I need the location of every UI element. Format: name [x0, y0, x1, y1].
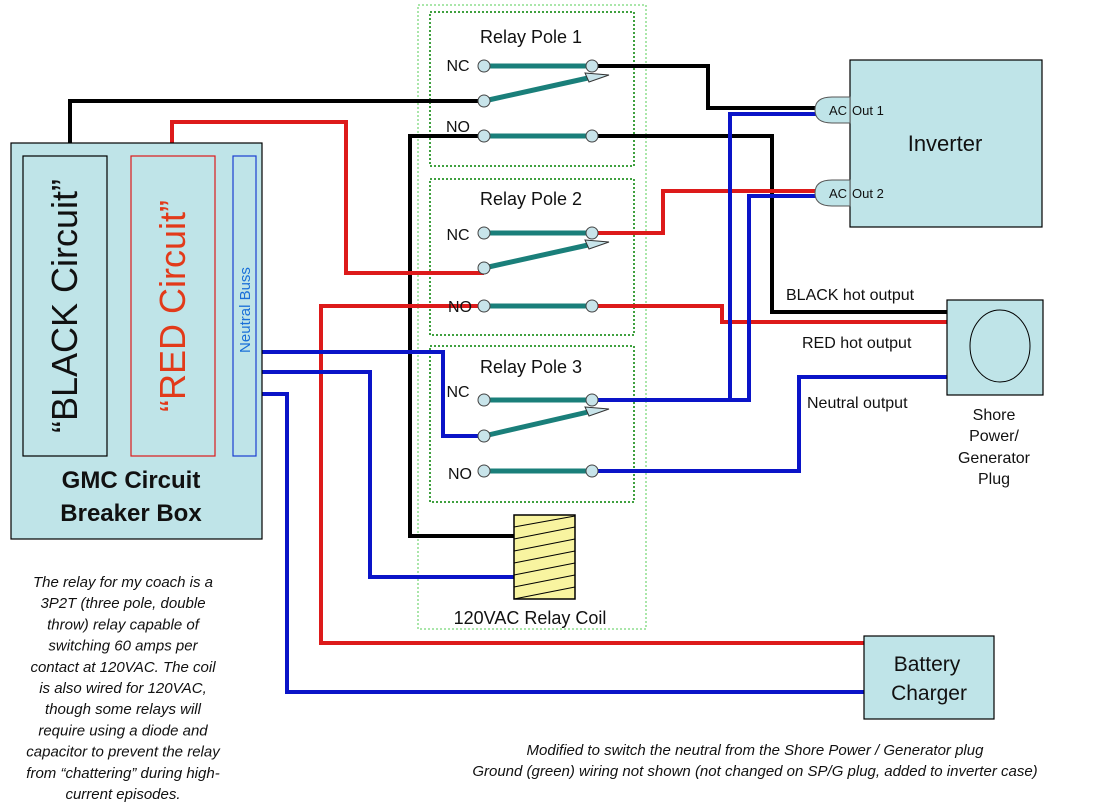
black-circuit-label: “BLACK Circuit” [44, 179, 85, 433]
wire-neutral-to-pole3-common [256, 350, 484, 438]
wire-black-circuit-to-pole1-common [68, 99, 484, 156]
relay-note-line: current episodes. [65, 786, 180, 803]
relay-pole-1-no-label: NO [446, 119, 470, 136]
battery-charger-line1: Battery [894, 653, 961, 676]
relay-pole-2-terminal-common [477, 261, 491, 275]
battery-charger-box [863, 635, 995, 720]
relay-pole-2-box [429, 178, 635, 336]
relay-note-line: require using a diode and [38, 722, 208, 739]
relay-pole-1-title: Relay Pole 1 [480, 27, 582, 47]
relay-pole-2-title: Relay Pole 2 [480, 189, 582, 209]
wire-pole2-no-to-shore-red [596, 304, 950, 324]
inverter-out2-label: Out 2 [852, 186, 884, 201]
relay-pole-2-switch-arm [483, 242, 589, 271]
battery-charger-line2: Charger [891, 682, 967, 705]
red-hot-output-label: RED hot output [802, 335, 912, 352]
relay-pole-1-arm-arrowhead [584, 72, 610, 83]
relay-pole-3-no-label: NO [448, 466, 472, 483]
inverter-out2-ac: AC [829, 186, 847, 201]
black-hot-output-label: BLACK hot output [786, 287, 915, 304]
wire-pole2-nc-to-inverter-out2 [596, 189, 825, 235]
shore-plug-line1: Shore [973, 407, 1016, 424]
inverter-box [849, 59, 1043, 228]
neutral-buss-label: Neutral Buss [237, 267, 254, 353]
plug-receptacle-icon [969, 309, 1031, 383]
relay-pole-1-terminal-no-in [477, 129, 491, 143]
wire-pole1-no-to-coil [408, 134, 514, 538]
relay-pole-2-terminal-nc-out [585, 226, 599, 240]
relay-pole-3-terminal-no-out [585, 464, 599, 478]
relay-pole-3-terminal-nc-in [477, 393, 491, 407]
inverter-out1-ac: AC [829, 103, 847, 118]
relay-pole-1-terminal-no-out [585, 129, 599, 143]
relay-note-line: capacitor to prevent the relay [26, 744, 221, 761]
relay-pole-1-switch-arm [483, 75, 589, 104]
inverter-out1-label: Out 1 [852, 103, 884, 118]
relay-pole-2-no-label: NO [448, 299, 472, 316]
black-circuit-box [22, 155, 108, 457]
breaker-box-title-line2: Breaker Box [60, 500, 202, 527]
relay-pole-1-terminal-nc-in [477, 59, 491, 73]
wire-neutral-to-coil [256, 370, 514, 579]
wire-pole3-no-to-shore-neutral [596, 375, 950, 473]
inverter-ac-out2-connector [814, 179, 851, 207]
red-circuit-label: “RED Circuit” [152, 200, 193, 412]
shore-plug-line3: Generator [958, 450, 1031, 467]
relay-pole-2-terminal-no-in [477, 299, 491, 313]
shore-plug-line4: Plug [978, 471, 1010, 488]
relay-pole-3-switch-arm [483, 409, 589, 439]
inverter-title: Inverter [908, 131, 983, 156]
blue-wires [256, 112, 950, 694]
relay-coil [513, 514, 576, 600]
wire-pole3-nc-to-inverter-out1 [596, 112, 825, 402]
relay-note-line: contact at 120VAC. The coil [30, 659, 216, 676]
relay-enclosure [417, 4, 647, 630]
relay-pole-1-terminal-common [477, 94, 491, 108]
neutral-buss-box [232, 155, 257, 457]
red-wires [170, 120, 950, 645]
breaker-box-title-line1: GMC Circuit [62, 467, 201, 494]
relay-pole-2-nc-label: NC [446, 227, 469, 244]
relay-note-line: 3P2T (three pole, double [40, 595, 205, 612]
relay-pole-2-arm-arrowhead [584, 239, 610, 250]
relay-pole-3-terminal-no-in [477, 464, 491, 478]
wire-neutral-to-battery-charger [256, 392, 864, 694]
relay-note-line: throw) relay capable of [47, 616, 201, 633]
wire-red-circuit-to-pole2-common [170, 120, 484, 275]
footer-note-line1: Modified to switch the neutral from the … [527, 742, 985, 759]
relay-pole-2-terminal-nc-in [477, 226, 491, 240]
shore-power-plug-box [946, 299, 1044, 396]
relay-pole-1-terminal-nc-out [585, 59, 599, 73]
inverter-ac-out1-connector [814, 96, 851, 124]
footer-note-line2: Ground (green) wiring not shown (not cha… [472, 763, 1037, 780]
relay-note: The relay for my coach is a 3P2T (three p… [26, 574, 221, 803]
shore-plug-line2: Power/ [969, 428, 1019, 445]
relay-pole-3-nc-label: NC [446, 384, 469, 401]
relay-note-line: though some relays will [45, 701, 202, 718]
relay-pole-3-title: Relay Pole 3 [480, 357, 582, 377]
relay-note-line: switching 60 amps per [48, 638, 198, 655]
neutral-output-label: Neutral output [807, 395, 908, 412]
relay-coil-label: 120VAC Relay Coil [454, 608, 607, 628]
wire-pole1-no-to-shore-black [596, 134, 950, 314]
relay-pole-1-nc-label: NC [446, 58, 469, 75]
relay-pole-3-arm-arrowhead [584, 406, 610, 417]
relay-pole-3-terminal-nc-out [585, 393, 599, 407]
relay-pole-3-box [429, 345, 635, 503]
black-wires [68, 64, 950, 538]
relay-note-line: from “chattering” during high- [26, 765, 219, 782]
relay-pole-1-box [429, 11, 635, 167]
relay-note-line: is also wired for 120VAC, [39, 680, 207, 697]
relay-pole-2-terminal-no-out [585, 299, 599, 313]
relay-coil-windings [513, 515, 576, 600]
wire-pole1-nc-to-inverter-out1 [596, 64, 825, 110]
red-circuit-box [130, 155, 216, 457]
relay-pole-3-terminal-common [477, 429, 491, 443]
relay-note-line: The relay for my coach is a [33, 574, 213, 591]
wire-pole2-no-to-battery-charger [319, 304, 864, 645]
